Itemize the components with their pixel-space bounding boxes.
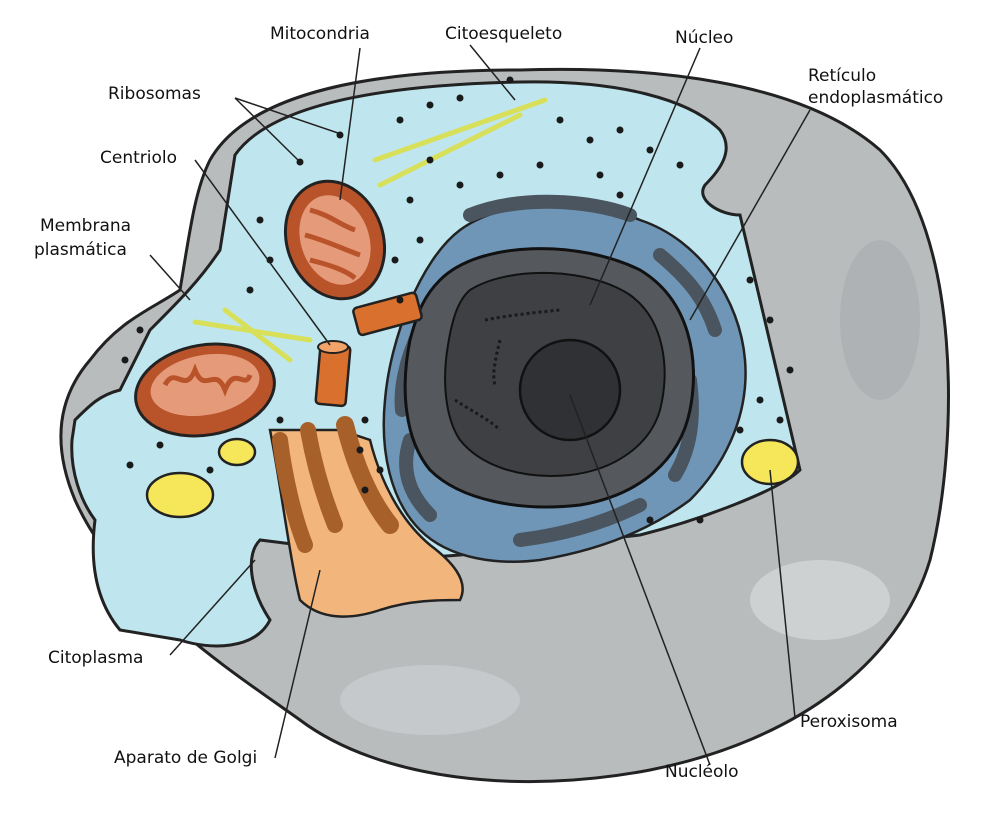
er-fold-4 (513, 498, 647, 547)
mitochondrion-1 (283, 179, 387, 301)
label-nucleo: Núcleo (675, 28, 734, 48)
leader-lines (149, 44, 811, 766)
chromatin-2 (492, 339, 502, 386)
label-citoesqueleto: Citoesqueleto (445, 24, 563, 44)
label-membrana-line2: plasmática (34, 240, 127, 260)
label-mitocondria: Mitocondria (270, 24, 370, 44)
peroxisomes (145, 437, 800, 519)
chromatin-1 (484, 308, 561, 322)
golgi-cisterna-2 (300, 422, 343, 533)
label-reticulo-line2: endoplasmático (808, 88, 944, 108)
er-fold-1 (463, 194, 637, 222)
er-fold-5 (399, 433, 437, 522)
er-fold-2 (653, 248, 722, 337)
nucleolus-shape (518, 338, 622, 442)
label-ribosomas: Ribosomas (108, 84, 201, 104)
shell-highlight (750, 560, 890, 640)
golgi-apparatus (268, 416, 464, 618)
golgi-cisterna-1 (272, 432, 313, 553)
centrioles (314, 291, 423, 408)
shell-highlight-3 (840, 240, 920, 400)
label-citoplasma: Citoplasma (48, 648, 144, 668)
label-membrana-line1: Membrana (40, 216, 132, 236)
label-peroxisoma: Peroxisoma (800, 712, 898, 732)
nucleus (403, 247, 695, 509)
mitochondrion-2 (134, 342, 276, 438)
label-nucleolo: Nucléolo (665, 762, 739, 782)
label-reticulo-line1: Retículo (808, 66, 877, 86)
chromatin-3 (454, 398, 502, 432)
label-golgi: Aparato de Golgi (114, 748, 258, 768)
golgi-cisterna-3 (336, 416, 399, 534)
cytoskeleton (192, 97, 548, 363)
label-centriolo: Centriolo (100, 148, 178, 168)
ribosomes (121, 76, 794, 524)
shell-highlight-2 (340, 665, 520, 735)
